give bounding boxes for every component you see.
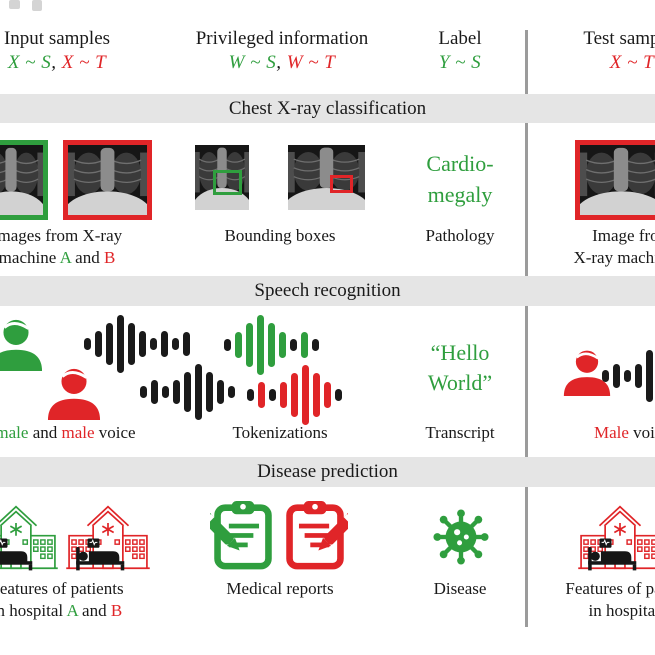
- distribution-notation: W ~ S, W ~ T: [228, 52, 336, 73]
- chest-xray-icon: [0, 140, 48, 220]
- virus-icon: [432, 505, 490, 569]
- waveform-icon: [140, 362, 235, 422]
- column-header-input-samples: Input samples X ~ S, X ~ T: [4, 28, 110, 74]
- label-line: megaly: [427, 182, 493, 207]
- hospital-with-patient-bed-icon: [62, 492, 154, 578]
- section-band-disease: Disease prediction: [0, 457, 655, 487]
- hospital-with-patient-bed-icon: [574, 492, 655, 578]
- male-person-icon: [558, 348, 616, 396]
- caption-transcript: Transcript: [425, 423, 495, 442]
- column-header-privileged-information: Privileged information W ~ S, W ~ T: [196, 28, 369, 74]
- chest-xray-icon: [63, 140, 152, 220]
- bounding-box-red: [330, 175, 353, 193]
- column-title: Privileged information: [195, 28, 369, 49]
- caption-tokenizations: Tokenizations: [232, 423, 328, 442]
- label-line: “Hello: [430, 340, 490, 365]
- caption-pathology: Pathology: [425, 226, 495, 245]
- label-line: Cardio-: [426, 151, 494, 176]
- waveform-icon: [602, 330, 655, 422]
- hospital-with-patient-bed-icon: [0, 492, 62, 578]
- caption-xray-input-2: machine A and B: [0, 248, 116, 267]
- tokenized-waveform-icon: [224, 314, 319, 376]
- waveform-icon: [84, 314, 190, 374]
- column-header-label: Label Y ~ S: [438, 28, 481, 74]
- label-value-transcript: “Hello World”: [428, 338, 492, 398]
- caption-voice-test: Male voice: [593, 423, 655, 442]
- bounding-box-green: [213, 170, 242, 195]
- column-title: Test samples: [583, 28, 655, 49]
- medical-report-icon: [282, 498, 348, 572]
- caption-xray-test-2: X-ray machine B: [573, 248, 655, 267]
- female-person-icon: [0, 317, 48, 371]
- distribution-notation: X ~ T: [609, 52, 655, 73]
- tokenized-waveform-icon: [247, 364, 342, 426]
- column-title: Label: [438, 28, 482, 49]
- caption-bounding-boxes: Bounding boxes: [224, 226, 336, 245]
- chest-xray-icon: [288, 145, 365, 210]
- section-band-chest-xray: Chest X-ray classification: [0, 94, 655, 123]
- distribution-notation: Y ~ S: [438, 52, 482, 73]
- caption-disease: Disease: [433, 579, 487, 598]
- label-line: World”: [427, 370, 493, 395]
- caption-xray-input-1: Images from X-ray: [0, 226, 123, 245]
- male-person-icon: [42, 366, 106, 420]
- cropped-text-fragment: [9, 0, 20, 9]
- column-title: Input samples: [3, 28, 111, 49]
- caption-patients-input-2: in hospital A and B: [0, 601, 123, 620]
- cropped-text-fragment: [32, 0, 42, 11]
- distribution-notation: X ~ S, X ~ T: [7, 52, 107, 73]
- column-header-test-samples: Test samples X ~ T: [583, 28, 655, 74]
- label-value-pathology: Cardio- megaly: [426, 148, 493, 210]
- caption-voice-input: Female and male voice: [0, 423, 136, 442]
- medical-report-icon: [210, 498, 276, 572]
- caption-xray-test-1: Image from: [592, 226, 655, 245]
- caption-patients-input-1: Features of patients: [0, 579, 124, 598]
- column-divider: [525, 30, 528, 627]
- caption-patients-test-2: in hospital B: [588, 601, 655, 620]
- section-band-speech: Speech recognition: [0, 276, 655, 306]
- chest-xray-icon: [575, 140, 655, 220]
- caption-patients-test-1: Features of patients: [565, 579, 655, 598]
- caption-medical-reports: Medical reports: [226, 579, 334, 598]
